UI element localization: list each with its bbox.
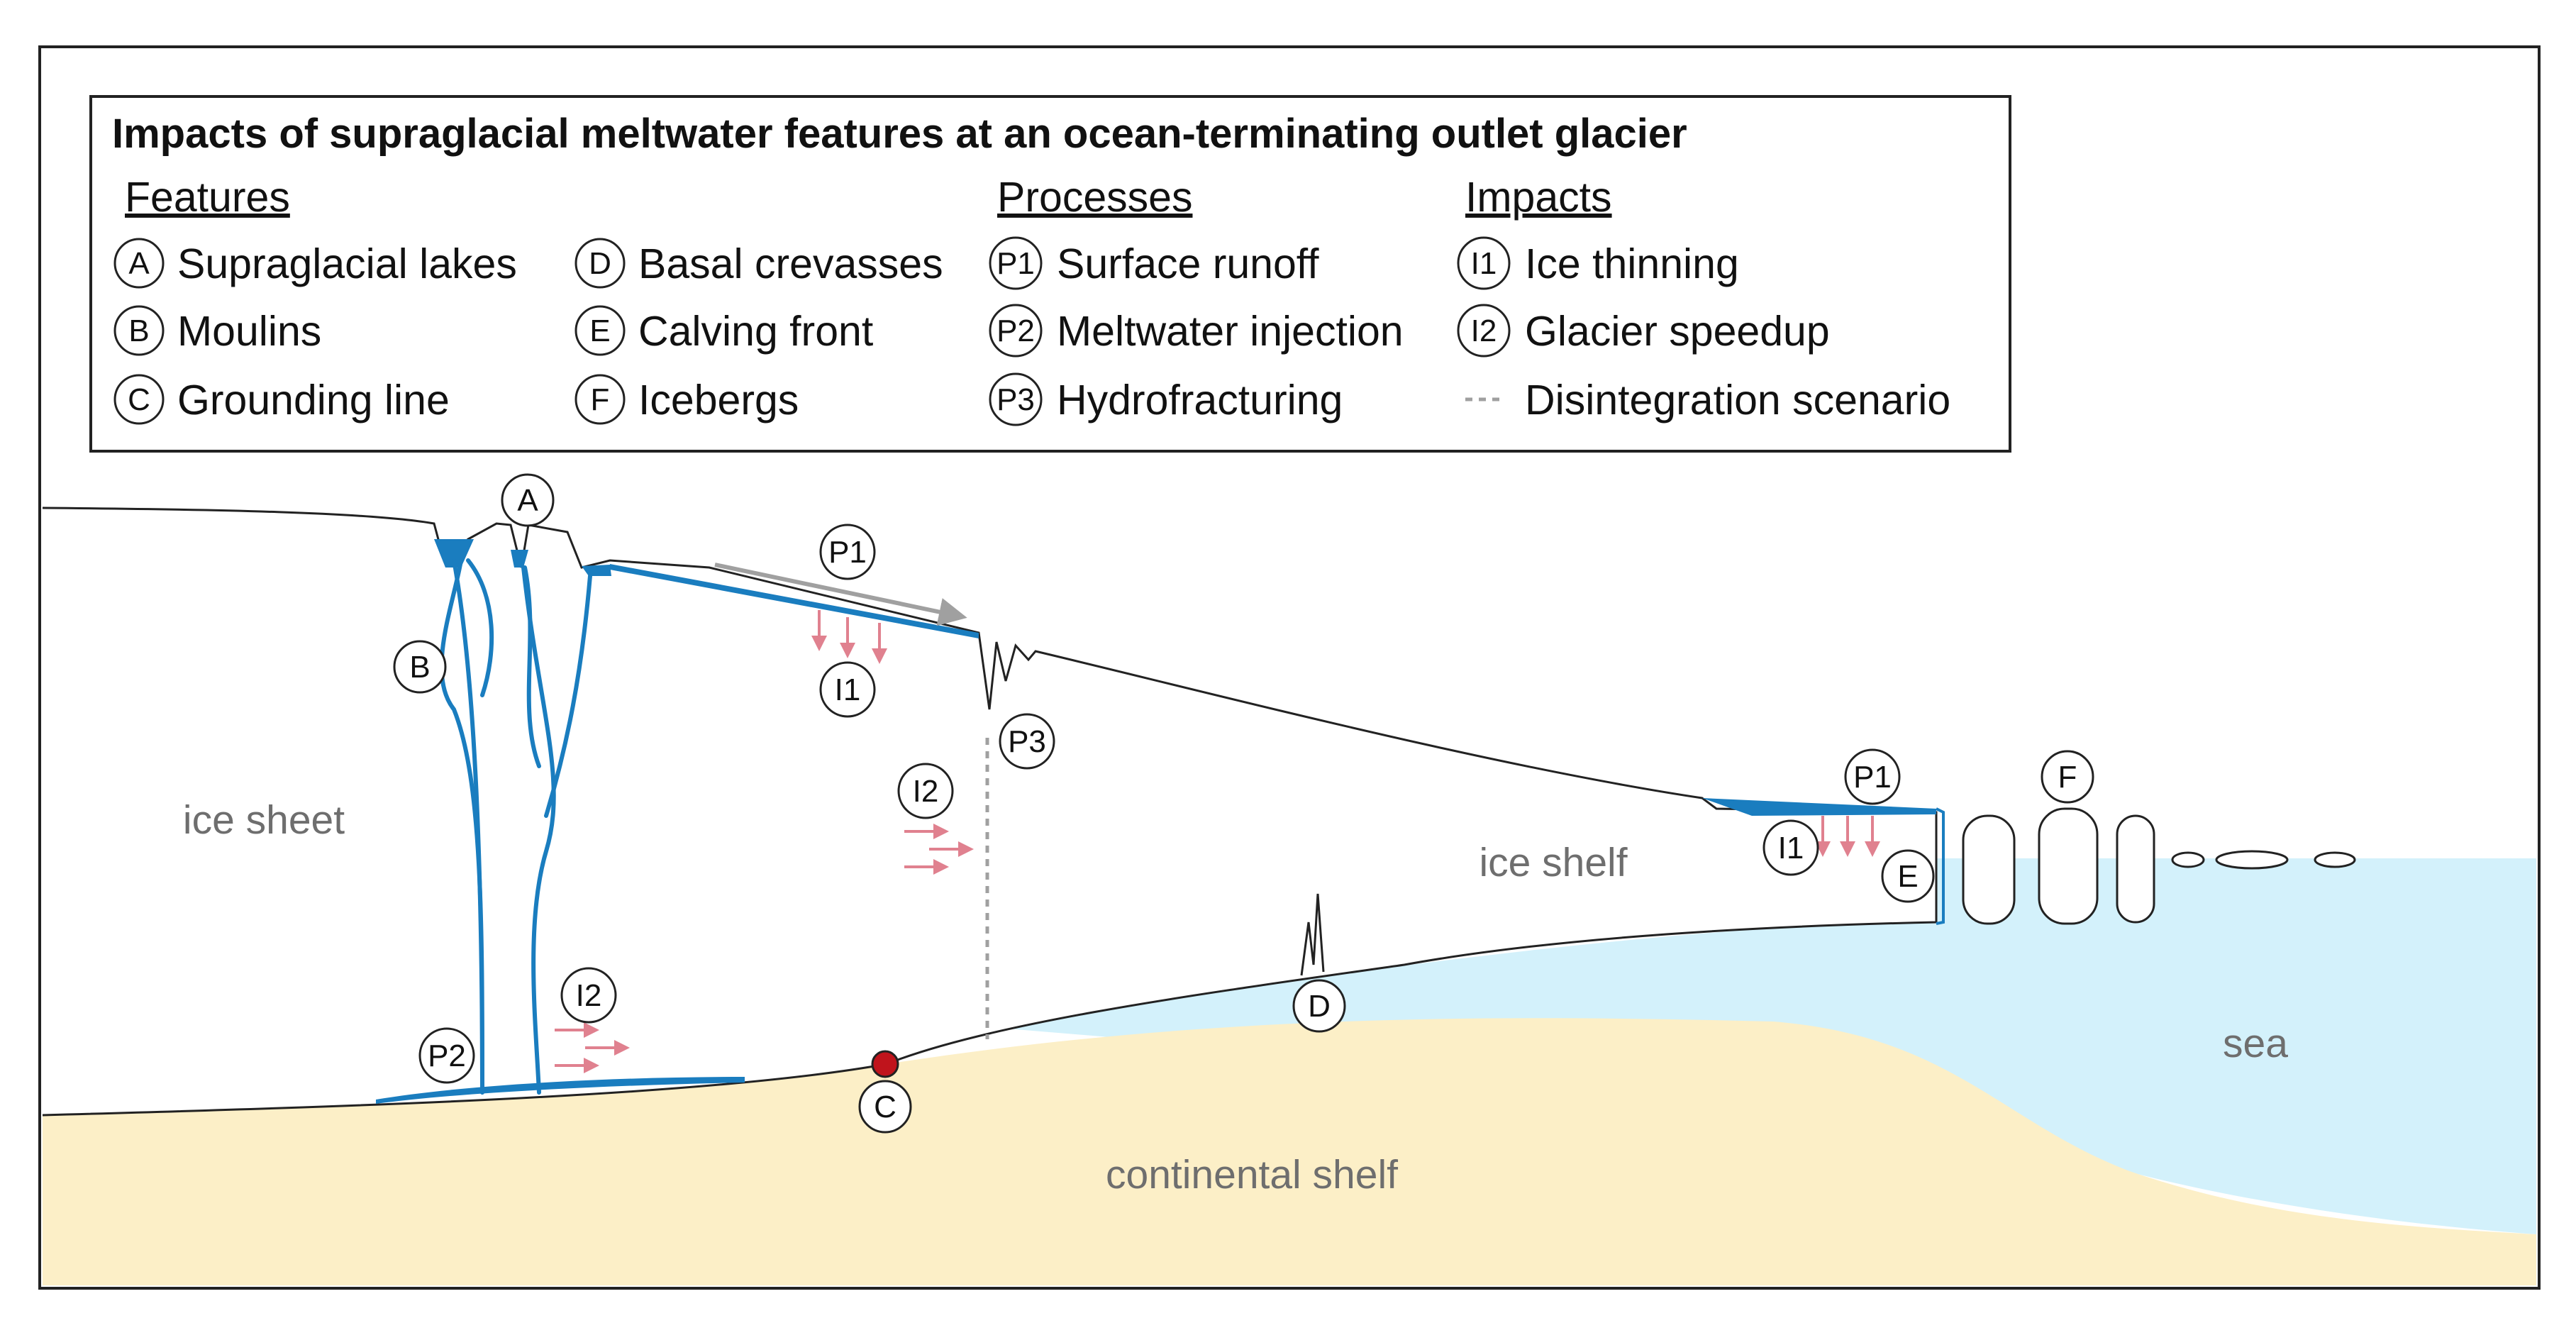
badge-thinning-upper: I1 — [819, 661, 876, 718]
svg-text:Moulins: Moulins — [177, 308, 321, 355]
svg-text:E: E — [589, 314, 610, 348]
label-ice-sheet: ice sheet — [183, 797, 345, 843]
svg-text:Supraglacial lakes: Supraglacial lakes — [177, 240, 517, 287]
icebergs — [1962, 807, 2356, 925]
svg-text:P1: P1 — [828, 535, 867, 570]
legend-feature-c: C Grounding line — [113, 374, 450, 425]
speedup-arrows-mid — [904, 824, 974, 875]
legend-feature-b: B Moulins — [113, 305, 321, 356]
svg-text:Glacier speedup: Glacier speedup — [1525, 308, 1830, 355]
svg-text:D: D — [1308, 989, 1331, 1024]
svg-text:I1: I1 — [1778, 831, 1804, 865]
thinning-arrows-shelf — [1815, 816, 1880, 857]
basal-crevasse — [1300, 893, 1325, 976]
badge-lakes: A — [501, 473, 555, 527]
svg-text:C: C — [874, 1090, 896, 1124]
heading-impacts: Impacts — [1465, 174, 1612, 221]
badge-thinning-shelf: I1 — [1762, 819, 1819, 876]
label-ice-shelf: ice shelf — [1479, 840, 1627, 885]
legend-feature-a: A Supraglacial lakes — [113, 238, 517, 289]
svg-text:I2: I2 — [1471, 314, 1497, 348]
grounding-line-point — [871, 1050, 899, 1078]
badge-injection: P2 — [418, 1027, 475, 1084]
badge-basal-crevasses: D — [1292, 979, 1346, 1033]
ice-surface-line — [42, 506, 1938, 1117]
heading-features: Features — [125, 174, 290, 221]
badge-icebergs: F — [2041, 750, 2094, 804]
legend-process-p1: P1 Surface runoff — [989, 236, 1319, 290]
legend-impact-i2: I2 Glacier speedup — [1457, 304, 1830, 358]
svg-text:Grounding line: Grounding line — [177, 377, 450, 424]
runoff-arrow — [714, 563, 967, 626]
badge-moulins: B — [393, 640, 447, 694]
label-continental-shelf: continental shelf — [1106, 1152, 1398, 1197]
thinning-arrows-upper — [811, 610, 887, 664]
svg-text:Meltwater injection: Meltwater injection — [1057, 308, 1404, 355]
legend-feature-e: E Calving front — [574, 305, 873, 356]
svg-text:Surface runoff: Surface runoff — [1057, 240, 1319, 287]
legend-scenario: Disintegration scenario — [1465, 377, 1950, 424]
badge-hydrofracturing: P3 — [999, 713, 1055, 770]
svg-text:C: C — [128, 382, 150, 417]
svg-text:I1: I1 — [835, 672, 861, 707]
svg-text:P3: P3 — [1008, 724, 1046, 759]
svg-text:A: A — [517, 483, 538, 518]
basal-meltwater — [376, 1077, 745, 1104]
continental-shelf-area — [43, 1018, 2536, 1285]
svg-text:F: F — [2058, 760, 2077, 795]
legend-feature-d: D Basal crevasses — [574, 238, 943, 289]
svg-text:I2: I2 — [913, 774, 939, 809]
badge-runoff-upper: P1 — [819, 524, 876, 580]
badge-speedup-base: I2 — [560, 967, 617, 1024]
legend-title: Impacts of supraglacial meltwater featur… — [112, 111, 1687, 157]
legend-process-p3: P3 Hydrofracturing — [989, 372, 1343, 426]
svg-text:Icebergs: Icebergs — [638, 377, 799, 424]
svg-text:I2: I2 — [576, 978, 602, 1013]
svg-text:P2: P2 — [428, 1039, 466, 1073]
svg-text:Calving front: Calving front — [638, 308, 873, 355]
badge-runoff-shelf: P1 — [1844, 748, 1901, 805]
svg-text:A: A — [128, 246, 150, 281]
svg-text:B: B — [128, 314, 149, 348]
legend-feature-f: F Icebergs — [574, 374, 799, 425]
heading-processes: Processes — [997, 174, 1192, 221]
svg-text:Hydrofracturing: Hydrofracturing — [1057, 377, 1343, 424]
calving-front — [1936, 807, 1945, 925]
supraglacial-lakes — [434, 539, 1936, 816]
svg-text:F: F — [591, 382, 610, 417]
ice-body — [43, 508, 1936, 1115]
badge-calving-front: E — [1881, 849, 1935, 903]
badge-speedup-mid: I2 — [897, 763, 954, 819]
legend-box: Impacts of supraglacial meltwater featur… — [89, 95, 2011, 453]
svg-text:Basal crevasses: Basal crevasses — [638, 240, 943, 287]
legend-process-p2: P2 Meltwater injection — [989, 304, 1404, 358]
speedup-arrows-base — [555, 1022, 630, 1073]
badge-grounding-line: C — [858, 1080, 912, 1134]
legend-impact-i1: I1 Ice thinning — [1457, 236, 1739, 290]
svg-text:P2: P2 — [996, 314, 1035, 348]
svg-text:P1: P1 — [1853, 760, 1892, 795]
moulins — [439, 558, 592, 1095]
svg-text:B: B — [409, 650, 430, 685]
svg-text:D: D — [589, 246, 611, 281]
label-sea: sea — [2223, 1021, 2288, 1066]
svg-text:P1: P1 — [996, 246, 1035, 281]
svg-text:I1: I1 — [1471, 246, 1497, 281]
svg-text:E: E — [1897, 859, 1918, 894]
svg-text:Disintegration scenario: Disintegration scenario — [1525, 377, 1950, 424]
svg-text:Ice thinning: Ice thinning — [1525, 240, 1739, 287]
svg-text:P3: P3 — [996, 382, 1035, 417]
